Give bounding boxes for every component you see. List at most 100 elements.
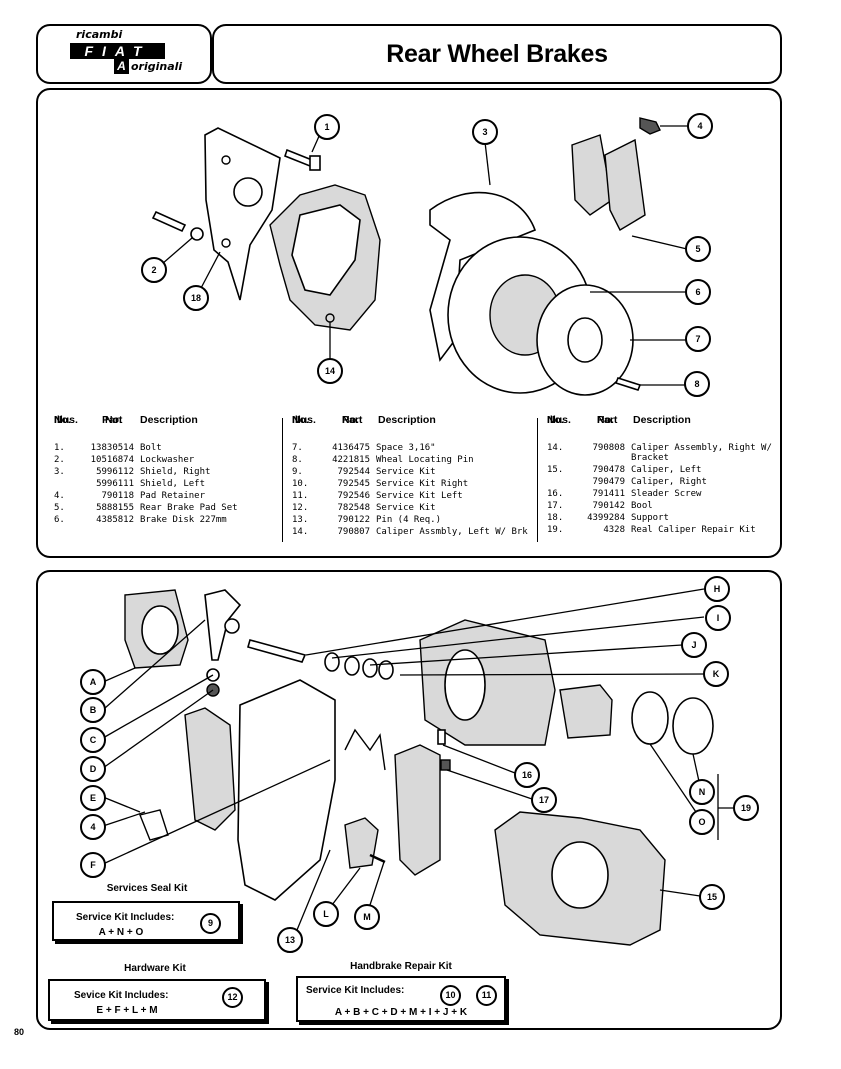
seal-kit-box: Service Kit Includes: 9 A + N + O [52, 901, 240, 941]
parts-row: 5996111 Shield, Left [54, 478, 279, 490]
handbrake-kit-number-10: 10 [440, 985, 461, 1006]
part-number: 5996112 [96, 467, 134, 477]
bracket-bolt-hole-drawing [221, 155, 231, 165]
brake-pad-drawing [604, 138, 646, 231]
callout-14: 14 [325, 366, 335, 376]
part-number: 792545 [337, 479, 370, 489]
part-number: 790807 [337, 527, 370, 537]
part-description: Lockwasher [140, 455, 195, 465]
logo-ricambi-text: ricambi [76, 28, 123, 41]
illus-number: 15. [547, 465, 564, 475]
spacer-hole-drawing [567, 317, 603, 363]
lockwasher-drawing [190, 227, 204, 241]
washer-drawing [324, 652, 340, 672]
parts-row: 2. 10516874 Lockwasher [54, 454, 279, 466]
seal-kit-includes: Service Kit Includes: [76, 912, 175, 923]
callout-3: 3 [482, 127, 487, 137]
illus-number: 11. [292, 491, 309, 501]
part-description: Bool [631, 501, 653, 511]
callout-j: J [691, 640, 696, 650]
callout-16: 16 [522, 770, 532, 780]
title-box: Rear Wheel Brakes [212, 24, 782, 84]
caliper-bore-drawing [141, 605, 179, 655]
part-number: 792544 [337, 467, 370, 477]
hardware-kit-title: Hardware Kit [124, 963, 186, 974]
illus-number: 18. [547, 513, 564, 523]
illus-number: 16. [547, 489, 564, 499]
part-description: Rear Brake Pad Set [140, 503, 238, 513]
part-number: 4136475 [332, 443, 370, 453]
bolt-drawing [284, 148, 313, 168]
hardware-kit-box: Sevice Kit Includes: 12 E + F + L + M [48, 979, 266, 1021]
part-number: 4399284 [587, 513, 625, 523]
part-number: 10516874 [90, 455, 134, 465]
brake-pad-drawing [184, 707, 236, 831]
handbrake-kit-includes: Service Kit Includes: [306, 985, 405, 996]
parts-column-divider [537, 418, 538, 542]
illus-number: 14. [547, 443, 564, 453]
part-number: 790118 [101, 491, 134, 501]
illus-number: 8. [292, 455, 303, 465]
callout-c: C [90, 735, 97, 745]
callout-f: F [90, 860, 96, 870]
illus-number: 12. [292, 503, 309, 513]
part-number: 5996111 [96, 479, 134, 489]
callout-7: 7 [695, 334, 700, 344]
page-number: 80 [14, 1027, 25, 1037]
part-description: Bracket [631, 453, 669, 463]
bolt-head-drawing [309, 155, 321, 171]
part-number: 792546 [337, 491, 370, 501]
part-number: 4328 [603, 525, 625, 535]
callout-6: 6 [695, 287, 700, 297]
piston-drawing [559, 684, 613, 739]
part-description: Wheal Locating Pin [376, 455, 474, 465]
illus-number: 2. [54, 455, 65, 465]
part-description: Sleader Screw [631, 489, 702, 499]
callout-2: 2 [151, 265, 156, 275]
part-description: Caliper Assembly, Right W/ [631, 443, 772, 453]
part-description: Brake Disk 227mm [140, 515, 227, 525]
part-description: Shield, Left [140, 479, 206, 489]
callout-8: 8 [694, 379, 699, 389]
part-description: Service Kit [376, 467, 436, 477]
parts-row: 15. 790478 Caliper, Left [547, 464, 775, 476]
bracket-hole-drawing [233, 177, 263, 207]
callout-o: O [698, 817, 705, 827]
fiat-logo: ricambi FIAT A originali [36, 24, 212, 84]
bracket-ring-drawing [224, 618, 240, 634]
part-description: Bolt [140, 443, 162, 453]
illus-number: 19. [547, 525, 564, 535]
carrier-bracket-drawing [237, 679, 336, 901]
part-number: 790478 [592, 465, 625, 475]
illus-number: 1. [54, 443, 65, 453]
part-description: Caliper, Left [631, 465, 702, 475]
washer-drawing [378, 660, 394, 680]
part-description: Service Kit Right [376, 479, 469, 489]
part-description: Caliper Assmbly, Left W/ Brk [376, 527, 528, 537]
illus-number: 10. [292, 479, 309, 489]
caliper-body-drawing [291, 204, 361, 296]
callout-b: B [90, 705, 97, 715]
brake-pad-drawing [571, 134, 613, 216]
exploded-view-panel-top [36, 88, 782, 558]
pad-retainer-drawing [639, 117, 661, 135]
part-number: 790479 [592, 477, 625, 487]
locating-pin-drawing [614, 377, 642, 391]
illus-number: 7. [292, 443, 303, 453]
illus-number: 3. [54, 467, 65, 477]
bracket-bolt-hole-drawing [221, 238, 231, 248]
part-description: Real Caliper Repair Kit [631, 525, 756, 535]
header-description: Description [378, 414, 436, 426]
hardware-kit-includes: Sevice Kit Includes: [74, 990, 169, 1001]
